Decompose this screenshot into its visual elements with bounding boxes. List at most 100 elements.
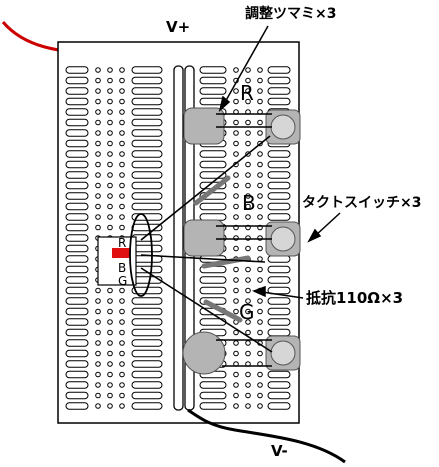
hole	[107, 224, 113, 231]
hole-strip	[199, 171, 227, 179]
knobs-label: 調整ツマミ×3	[245, 5, 336, 22]
hole-strip	[65, 97, 89, 106]
hole-strip	[65, 265, 89, 274]
hole	[107, 361, 113, 367]
hole	[257, 319, 263, 325]
hole	[95, 182, 101, 189]
hole	[233, 203, 239, 210]
hole-strip	[65, 339, 89, 347]
hole-strip	[65, 297, 89, 305]
hole	[119, 392, 125, 399]
hole-strip	[65, 87, 89, 95]
hole	[245, 308, 251, 315]
hole	[119, 182, 125, 189]
hole-strip	[199, 76, 227, 85]
hole	[107, 319, 113, 325]
hole	[257, 403, 263, 409]
hole	[95, 140, 101, 147]
hole-strip	[131, 97, 163, 106]
hole	[257, 77, 263, 84]
hole	[233, 182, 239, 189]
hole-strip	[131, 160, 163, 169]
hole	[107, 392, 113, 399]
hole	[233, 130, 239, 136]
hole-strip	[131, 129, 163, 137]
hole	[95, 88, 101, 94]
hole-strip	[65, 139, 89, 148]
hole-strip	[65, 181, 89, 190]
hole	[257, 98, 263, 105]
hole	[257, 161, 263, 168]
hole	[245, 298, 251, 304]
hole	[257, 277, 263, 283]
hole	[107, 119, 113, 126]
hole-strip	[267, 181, 291, 190]
hole-strip	[65, 402, 89, 410]
hole	[233, 214, 239, 220]
hole	[233, 287, 239, 294]
g-channel-label: G	[239, 300, 255, 324]
hole-strip	[267, 318, 291, 326]
hole	[119, 214, 125, 220]
hole-strip	[131, 202, 163, 211]
hole	[119, 382, 125, 388]
hole	[119, 67, 125, 73]
hole	[245, 88, 251, 94]
hole-strip	[267, 160, 291, 169]
hole	[233, 382, 239, 388]
hole	[233, 98, 239, 105]
hole	[107, 382, 113, 388]
hole-strip	[65, 307, 89, 316]
hole	[257, 130, 263, 136]
hole-strip	[131, 192, 163, 200]
hole	[245, 77, 251, 84]
hole-strip	[131, 150, 163, 158]
hole-strip	[267, 150, 291, 158]
hole	[257, 392, 263, 399]
resistor-2	[201, 255, 251, 269]
hole-strip	[267, 370, 291, 379]
hole	[119, 151, 125, 157]
hole	[107, 403, 113, 409]
v-minus-label: V-	[271, 442, 288, 460]
v-plus-rail	[173, 65, 184, 411]
hole-strip	[267, 97, 291, 106]
hole	[257, 371, 263, 378]
hole-strip	[65, 171, 89, 179]
hole	[257, 235, 263, 241]
hole	[233, 350, 239, 357]
hole-strip	[65, 360, 89, 368]
hole	[119, 319, 125, 325]
hole-strip	[131, 391, 163, 400]
hole-strip	[131, 349, 163, 358]
hole	[119, 298, 125, 304]
hole	[95, 340, 101, 346]
hole	[107, 308, 113, 315]
hole	[95, 403, 101, 409]
hole-strip	[267, 192, 291, 200]
hole	[257, 214, 263, 220]
hole-strip	[131, 381, 163, 389]
hole	[107, 287, 113, 294]
hole	[107, 151, 113, 157]
hole-strip	[267, 381, 291, 389]
hole	[95, 119, 101, 126]
hole	[95, 350, 101, 357]
hole	[233, 266, 239, 273]
wiring-traces	[140, 113, 273, 367]
hole-strip	[65, 244, 89, 253]
annotation-arrows	[218, 25, 341, 299]
hole	[107, 140, 113, 147]
hole	[245, 161, 251, 168]
hole	[95, 287, 101, 294]
hole	[119, 203, 125, 210]
hole-strip	[65, 66, 89, 74]
switch-b-button	[270, 226, 296, 252]
hole-strip	[131, 360, 163, 368]
hole	[245, 245, 251, 252]
led-label-g: G	[118, 274, 127, 288]
hole	[233, 308, 239, 315]
hole	[107, 98, 113, 105]
hole	[95, 392, 101, 399]
